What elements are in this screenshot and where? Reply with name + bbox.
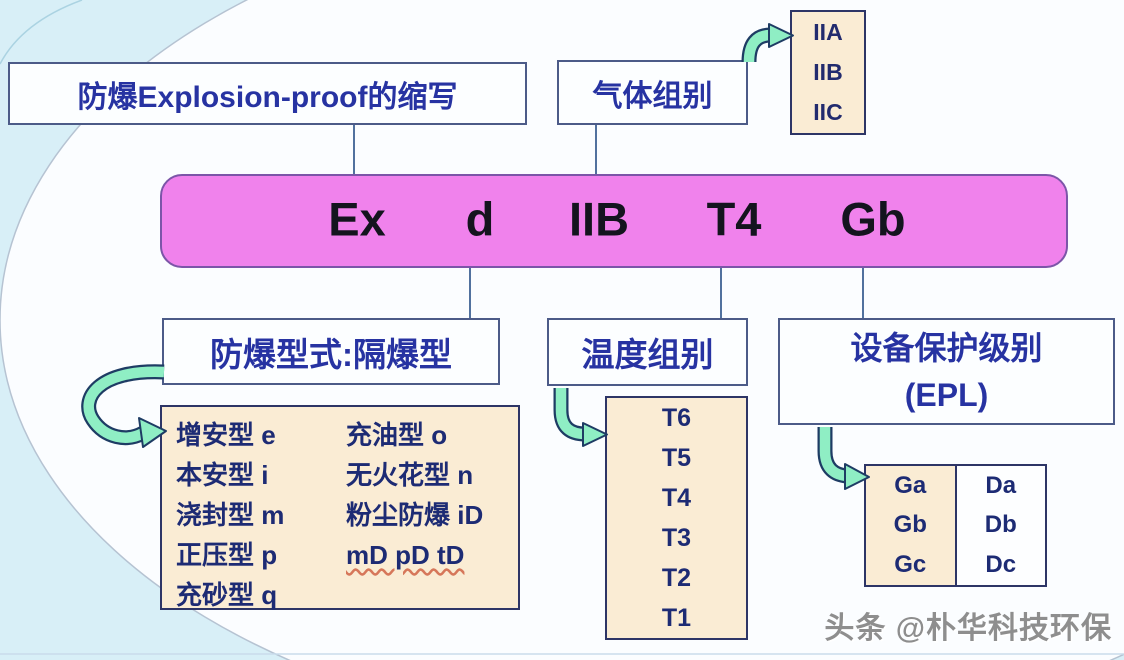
- type-item: mD pD tD: [346, 540, 465, 570]
- protection-types-right-column: 充油型 o 无火花型 n 粉尘防爆 iD mD pD tD: [346, 415, 483, 575]
- protection-types-panel: 增安型 e 本安型 i 浇封型 m 正压型 p 充砂型 q 充油型 o 无火花型…: [160, 405, 520, 610]
- connector-d-to-type: [469, 267, 471, 319]
- temperature-classes-panel: T6 T5 T4 T3 T2 T1: [605, 396, 748, 640]
- connector-gb-to-epl: [862, 267, 864, 319]
- gas-group-iib: IIB: [813, 58, 843, 85]
- abbr-label: 防爆Explosion-proof的缩写: [77, 80, 458, 114]
- gas-group-label-box: 气体组别: [557, 60, 748, 125]
- corner-arc: [0, 0, 83, 65]
- watermark-text: 头条 @朴华科技环保: [824, 612, 1112, 645]
- code-temp-t4: T4: [706, 192, 762, 246]
- gas-group-label: 气体组别: [592, 79, 713, 113]
- gas-group-iic: IIC: [813, 99, 843, 126]
- temp-class-t6: T6: [661, 403, 692, 432]
- epl-label-line2: (EPL): [904, 376, 989, 413]
- protection-type-label-box: 防爆型式:隔爆型: [162, 318, 500, 385]
- type-item: 充油型 o: [346, 420, 448, 450]
- temp-class-t3: T3: [661, 523, 692, 552]
- type-item: 本安型 i: [176, 460, 269, 490]
- abbr-label-box: 防爆Explosion-proof的缩写: [8, 62, 527, 125]
- connector-abbr-to-ex: [353, 125, 355, 175]
- gas-group-iia: IIA: [813, 18, 843, 45]
- temp-class-t2: T2: [661, 563, 692, 592]
- connector-t4-to-temp: [720, 267, 722, 319]
- epl-dc: Dc: [985, 551, 1017, 579]
- epl-dust-column: Da Db Dc: [957, 466, 1046, 585]
- epl-levels-panel: Ga Gb Gc Da Db Dc: [864, 464, 1047, 587]
- epl-ga: Ga: [894, 471, 927, 499]
- epl-gc: Gc: [894, 551, 927, 579]
- code-epl-gb: Gb: [840, 192, 906, 246]
- temp-class-t5: T5: [661, 443, 692, 472]
- protection-type-label: 防爆型式:隔爆型: [210, 335, 452, 373]
- temperature-class-label-box: 温度组别: [547, 318, 748, 386]
- type-item: 充砂型 q: [176, 580, 278, 610]
- code-gas-iib: IIB: [568, 192, 630, 246]
- epl-gb: Gb: [893, 511, 927, 539]
- type-item: 粉尘防爆 iD: [346, 500, 484, 530]
- epl-gas-column: Ga Gb Gc: [866, 466, 957, 585]
- marking-code-box: Ex d IIB T4 Gb: [160, 174, 1068, 268]
- type-item: 正压型 p: [176, 540, 278, 570]
- epl-db: Db: [984, 511, 1017, 539]
- protection-types-left-column: 增安型 e 本安型 i 浇封型 m 正压型 p 充砂型 q: [176, 415, 284, 615]
- epl-da: Da: [985, 471, 1017, 499]
- type-item: 增安型 e: [176, 420, 276, 450]
- temp-class-t1: T1: [661, 603, 692, 632]
- code-ex: Ex: [328, 192, 386, 246]
- epl-label-box: 设备保护级别 (EPL): [778, 318, 1115, 425]
- gas-groups-panel: IIA IIB IIC: [790, 10, 866, 135]
- code-type-d: d: [465, 192, 495, 246]
- connector-gasgroup-to-iib: [595, 125, 597, 175]
- temperature-class-label: 温度组别: [581, 336, 714, 373]
- type-item: 浇封型 m: [176, 500, 285, 530]
- epl-label-line1: 设备保护级别: [850, 330, 1043, 367]
- type-item: 无火花型 n: [346, 460, 474, 490]
- temp-class-t4: T4: [661, 483, 692, 512]
